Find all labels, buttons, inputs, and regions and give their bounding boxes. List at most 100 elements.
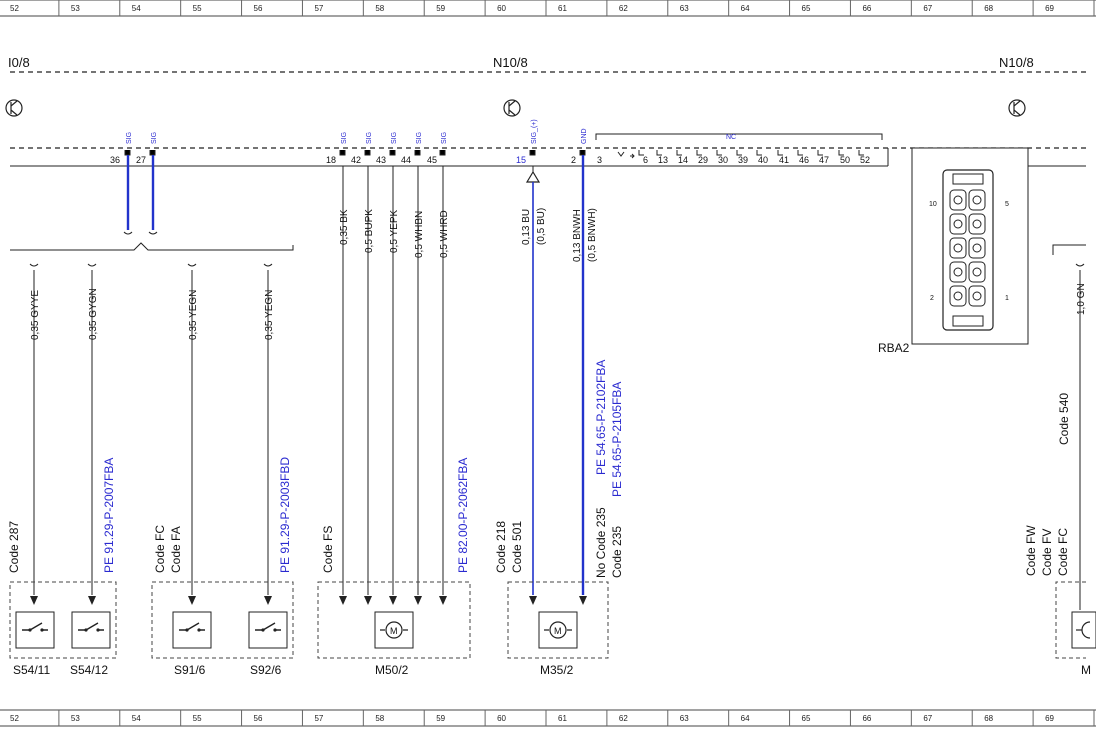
rba2-pin-contact (953, 219, 963, 229)
wire-label: 0,35 GYYE (30, 290, 41, 340)
switch-wires (29, 263, 273, 595)
pin-terminal-ticks (124, 150, 586, 156)
svg-text:SIG: SIG (126, 132, 133, 144)
transistor-icon (5, 99, 23, 117)
ruler-cell: 68 (984, 714, 993, 723)
rba2-pin-cavity (949, 189, 967, 211)
motor-partial-right (1071, 611, 1096, 649)
svg-text:SIG: SIG (391, 132, 398, 144)
arrowheads (339, 596, 447, 605)
ruler-cell: 63 (680, 714, 689, 723)
motor-m50-2: M (374, 611, 414, 649)
ruler-cell: 55 (193, 4, 202, 13)
arrowheads (30, 596, 272, 605)
svg-text:Code FC: Code FC (1056, 528, 1070, 576)
ruler-cell: 66 (862, 714, 871, 723)
motor-m50-wires (342, 166, 444, 595)
svg-text:SIG: SIG (151, 132, 158, 144)
wire-label: 0,35 BK (339, 209, 350, 245)
rba2-pin-number: 2 (930, 295, 934, 302)
svg-text:SIG_(+): SIG_(+) (531, 119, 538, 144)
ruler-cell: 66 (862, 4, 871, 13)
svg-text:15: 15 (516, 155, 526, 165)
pe-ref: PE 54.65-P-2105FBA (610, 382, 624, 497)
svg-text:44: 44 (401, 155, 411, 165)
svg-text:Code 540: Code 540 (1057, 393, 1071, 445)
ruler-cell: 52 (10, 714, 19, 723)
rba2-pin-contact (953, 291, 963, 301)
svg-text:Code FS: Code FS (321, 526, 335, 573)
ruler-cell: 53 (71, 4, 80, 13)
rba2-pin-number: 1 (1005, 295, 1009, 302)
rba2-connector: 10 5 2 1 RBA2 (878, 147, 1029, 355)
svg-text:Code 235: Code 235 (610, 526, 624, 578)
pe-references: PE 91.29-P-2007FBA PE 91.29-P-2003FBD PE… (102, 360, 624, 573)
wire-label: 0,35 YEGN (264, 290, 275, 340)
rba2-pin-contact (972, 195, 982, 205)
svg-text:GND: GND (581, 128, 588, 144)
svg-text:13: 13 (658, 155, 668, 165)
ruler-cell: 61 (558, 4, 567, 13)
svg-text:Code FA: Code FA (169, 526, 183, 573)
arrowheads (529, 596, 587, 605)
transistor-icon (503, 99, 521, 117)
svg-text:46: 46 (799, 155, 809, 165)
rba2-pin-cavity (949, 285, 967, 307)
component-boxes (9, 581, 1086, 659)
svg-text:Code 287: Code 287 (7, 521, 21, 573)
svg-text:Code FV: Code FV (1040, 529, 1054, 576)
svg-text:M50/2: M50/2 (375, 663, 409, 677)
pe-ref: PE 82.00-P-2062FBA (456, 458, 470, 573)
wire-label: 0,5 WHRD (439, 210, 450, 258)
wire-labels: 0,35 BK 0,5 BUPK 0,5 YEPK 0,5 WHBN 0,5 W… (339, 209, 450, 258)
nc-pin-ticks (617, 150, 864, 159)
ruler-cell: 54 (132, 4, 141, 13)
wire-label: 0,13 BU (521, 209, 532, 245)
wire-label: 0,5 WHBN (414, 211, 425, 258)
signal-wire-pins-36-27 (126, 155, 155, 230)
ruler-cell: 56 (254, 4, 263, 13)
motor-icon: M (390, 626, 398, 636)
pin-signal-labels: SIG SIG SIG SIG SIG SIG SIG SIG_(+) GND (126, 119, 588, 144)
svg-text:39: 39 (738, 155, 748, 165)
wire-break-symbols (123, 231, 158, 235)
ruler-cell: 58 (375, 4, 384, 13)
svg-text:No Code 235: No Code 235 (594, 507, 608, 578)
svg-text:S54/12: S54/12 (70, 663, 108, 677)
ruler-cell: 57 (314, 4, 323, 13)
wire-label: 0,5 YEPK (389, 209, 400, 253)
rba2-pin-cavity (968, 285, 986, 307)
ruler-cell: 58 (375, 714, 384, 723)
svg-text:41: 41 (779, 155, 789, 165)
svg-text:42: 42 (351, 155, 361, 165)
triangle-marker (525, 170, 541, 183)
ruler-cell: 59 (436, 4, 445, 13)
rba2-pin-cavity (968, 213, 986, 235)
switch-s92-6 (248, 611, 288, 649)
switch-s54-12 (71, 611, 111, 649)
pe-ref: PE 91.29-P-2007FBA (102, 458, 116, 573)
wire-break-symbols (1075, 263, 1085, 267)
nc-bracket (595, 133, 883, 140)
ruler-cell: 63 (680, 4, 689, 13)
code-labels: Code 287 Code FC Code FA Code FS Code 21… (7, 393, 1071, 578)
nc-label: NC (726, 134, 736, 141)
svg-text:2: 2 (571, 155, 576, 165)
svg-text:45: 45 (427, 155, 437, 165)
svg-text:43: 43 (376, 155, 386, 165)
pin-numbers: 36 27 18 42 43 44 45 15 2 3 6 13 14 29 3… (110, 155, 870, 165)
switch-s54-11 (15, 611, 55, 649)
ruler-cell: 54 (132, 714, 141, 723)
svg-text:S91/6: S91/6 (174, 663, 206, 677)
svg-text:M: M (1081, 663, 1091, 677)
component-names: S54/11 S54/12 S91/6 S92/6 M50/2 M35/2 M (13, 663, 1091, 677)
rba2-pin-contact (972, 267, 982, 277)
rba2-pin-number: 10 (929, 201, 937, 208)
svg-text:47: 47 (819, 155, 829, 165)
svg-text:30: 30 (718, 155, 728, 165)
svg-text:Code 501: Code 501 (510, 521, 524, 573)
module-label-center: N10/8 (493, 55, 528, 70)
module-label-right: N10/8 (999, 55, 1034, 70)
svg-text:36: 36 (110, 155, 120, 165)
